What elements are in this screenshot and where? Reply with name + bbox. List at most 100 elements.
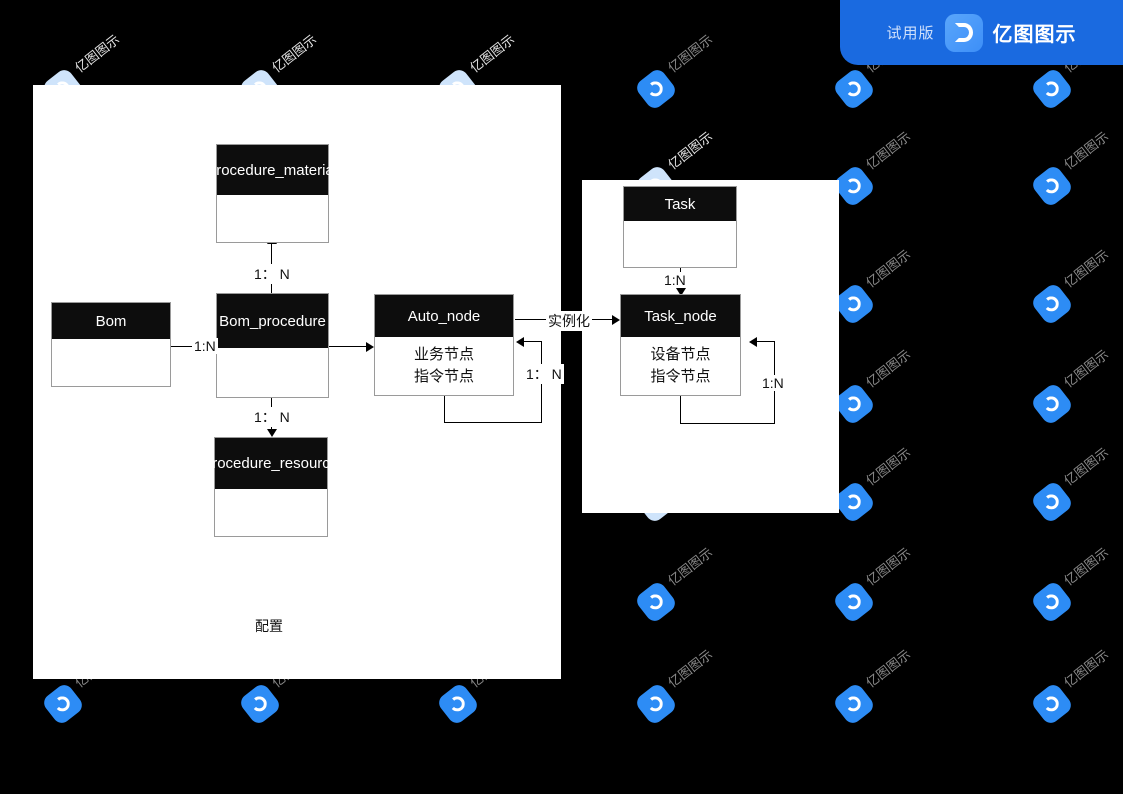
edraw-logo-icon: [831, 66, 877, 112]
entity-title-procedure-material: procedure_material: [208, 145, 337, 195]
edraw-logo-icon: [40, 681, 86, 727]
entity-procedure-resource[interactable]: procedure_resource: [204, 437, 338, 537]
watermark-text: 亿图图示: [863, 128, 914, 173]
watermark-text: 亿图图示: [467, 31, 518, 76]
edraw-logo-icon: [633, 579, 679, 625]
watermark-tile: 亿图图示: [633, 545, 760, 630]
edraw-logo-icon: [237, 681, 283, 727]
entity-auto-node[interactable]: Auto_node 业务节点 指令节点: [374, 294, 514, 396]
watermark-text: 亿图图示: [1061, 444, 1112, 489]
watermark-tile: 亿图图示: [435, 647, 562, 732]
watermark-text: 亿图图示: [863, 346, 914, 391]
watermark-text: 亿图图示: [863, 646, 914, 691]
edge-label-auto-self: 1： N: [524, 364, 564, 384]
entity-body-line: 业务节点: [413, 346, 474, 363]
watermark-tile: 亿图图示: [1029, 247, 1123, 332]
watermark-text: 亿图图示: [1061, 346, 1112, 391]
trial-label: 试用版: [886, 25, 935, 42]
entity-body-procedure-material: [217, 195, 328, 242]
edraw-logo-icon: [633, 66, 679, 112]
edraw-logo-icon: [1029, 381, 1075, 427]
edge-label-bom-procedure-resource: 1： N: [252, 407, 292, 427]
edraw-logo-icon: [1029, 681, 1075, 727]
entity-title-task: Task: [624, 187, 736, 221]
entity-body-procedure-resource: [215, 489, 327, 536]
edraw-logo-icon: [831, 681, 877, 727]
watermark-tile: 亿图图示: [1029, 647, 1123, 732]
edraw-logo-icon: [831, 579, 877, 625]
edge-line-task-self-bottom: [680, 423, 775, 424]
entity-body-bom: [52, 339, 170, 386]
edge-label-bom-procedure-material: 1： N: [252, 264, 292, 284]
entity-title-bom-procedure: Bom_procedure: [217, 294, 328, 348]
watermark-tile: 亿图图示: [831, 247, 958, 332]
watermark-text: 亿图图示: [665, 544, 716, 589]
edge-label-auto-node-task-node: 实例化: [546, 311, 592, 331]
watermark-tile: 亿图图示: [831, 347, 958, 432]
entity-body-task-node: 设备节点 指令节点: [621, 337, 740, 395]
edge-arrow-bom-procedure-auto-node: [366, 342, 374, 352]
edge-line-bom-procedure-auto-node: [328, 346, 368, 347]
watermark-tile: 亿图图示: [1029, 545, 1123, 630]
watermark-tile: 亿图图示: [1029, 129, 1123, 214]
edge-arrow-bom-procedure-resource: [267, 429, 277, 437]
entity-body-line: 设备节点: [650, 346, 711, 363]
edge-line-task-self-in: [757, 341, 775, 342]
entity-task-node[interactable]: Task_node 设备节点 指令节点: [620, 294, 741, 396]
watermark-tile: 亿图图示: [1029, 445, 1123, 530]
left-group-note: 配置: [255, 618, 283, 634]
watermark-text: 亿图图示: [1061, 544, 1112, 589]
watermark-tile: 亿图图示: [40, 647, 167, 732]
watermark-tile: 亿图图示: [237, 647, 364, 732]
edge-arrow-auto-self: [516, 337, 524, 347]
entity-body-auto-node: 业务节点 指令节点: [375, 337, 513, 395]
watermark-tile: 亿图图示: [831, 545, 958, 630]
entity-body-bom-procedure: [217, 348, 328, 397]
edraw-logo-icon: [1029, 163, 1075, 209]
watermark-text: 亿图图示: [665, 128, 716, 173]
watermark-text: 亿图图示: [1061, 246, 1112, 291]
edge-arrow-auto-node-task-node: [612, 315, 620, 325]
entity-bom[interactable]: Bom: [51, 302, 171, 387]
entity-body-line: 指令节点: [413, 368, 474, 385]
entity-title-auto-node: Auto_node: [375, 295, 513, 337]
watermark-text: 亿图图示: [72, 31, 123, 76]
edge-line-task-self-down: [680, 396, 681, 424]
watermark-tile: 亿图图示: [1029, 32, 1123, 117]
watermark-tile: 亿图图示: [633, 647, 760, 732]
edge-label-bom-bom-procedure: 1:N: [192, 338, 218, 354]
watermark-text: 亿图图示: [1061, 646, 1112, 691]
edge-line-auto-self-down: [444, 396, 445, 423]
edge-line-auto-self-bottom: [444, 422, 542, 423]
entity-title-bom: Bom: [52, 303, 170, 339]
entity-body-line: 指令节点: [650, 368, 711, 385]
watermark-tile: 亿图图示: [831, 32, 958, 117]
entity-title-task-node: Task_node: [621, 295, 740, 337]
edraw-logo-icon: [435, 681, 481, 727]
edge-label-task-self: 1:N: [760, 375, 786, 391]
watermark-tile: 亿图图示: [831, 445, 958, 530]
entity-task[interactable]: Task: [623, 186, 737, 268]
edraw-logo-icon: [1029, 479, 1075, 525]
watermark-tile: 亿图图示: [831, 129, 958, 214]
watermark-tile: 亿图图示: [633, 32, 760, 117]
trial-badge[interactable]: 试用版 亿图图示: [840, 0, 1123, 65]
watermark-text: 亿图图示: [665, 646, 716, 691]
entity-title-procedure-resource: procedure_resource: [204, 438, 338, 489]
edge-line-auto-self-in: [524, 341, 542, 342]
entity-body-task: [624, 221, 736, 267]
watermark-text: 亿图图示: [665, 31, 716, 76]
watermark-text: 亿图图示: [863, 544, 914, 589]
watermark-text: 亿图图示: [1061, 128, 1112, 173]
entity-procedure-material[interactable]: procedure_material: [208, 144, 337, 243]
edraw-logo-icon: [1029, 66, 1075, 112]
entity-bom-procedure[interactable]: Bom_procedure: [216, 293, 329, 398]
brand-label: 亿图图示: [992, 24, 1077, 46]
edraw-logo-icon: [1029, 579, 1075, 625]
edraw-logo-icon: [633, 681, 679, 727]
watermark-text: 亿图图示: [863, 444, 914, 489]
watermark-text: 亿图图示: [863, 246, 914, 291]
edge-label-task-task-node: 1:N: [662, 272, 688, 288]
edge-arrow-task-task-node: [676, 288, 686, 296]
watermark-text: 亿图图示: [269, 31, 320, 76]
